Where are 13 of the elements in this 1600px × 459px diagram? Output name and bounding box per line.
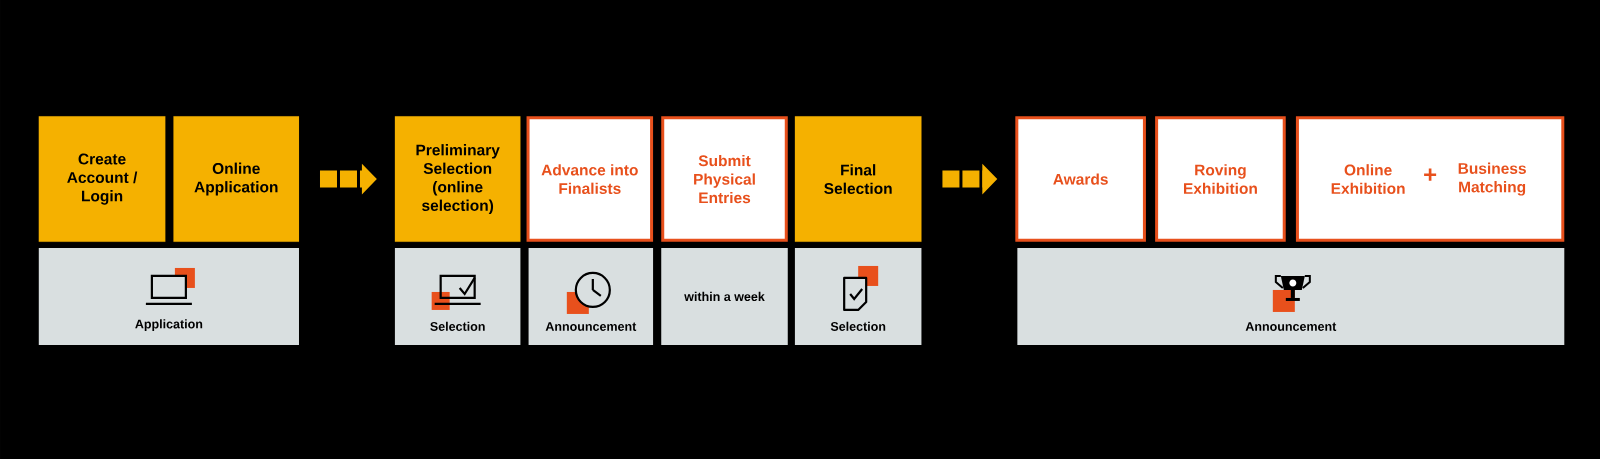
info-panel: Application — [38, 247, 299, 345]
step-box: Create Account / Login — [38, 116, 166, 242]
stage-box: Awards — [1015, 116, 1146, 242]
step-box: Preliminary Selection (online selection) — [394, 116, 521, 242]
stage-box: Submit Physical Entries — [661, 116, 788, 242]
info-panel: Announcement — [1017, 247, 1565, 345]
stage-box: Online Exhibition + Business Matching — [1295, 116, 1565, 242]
step-box: Online Application — [173, 116, 300, 242]
info-panel: Selection — [394, 247, 521, 345]
stage-box: Advance into Finalists — [526, 116, 654, 242]
step-box: Final Selection — [794, 116, 922, 242]
info-panel: within a week — [661, 247, 788, 345]
stage-box: Roving Exhibition — [1155, 116, 1286, 242]
